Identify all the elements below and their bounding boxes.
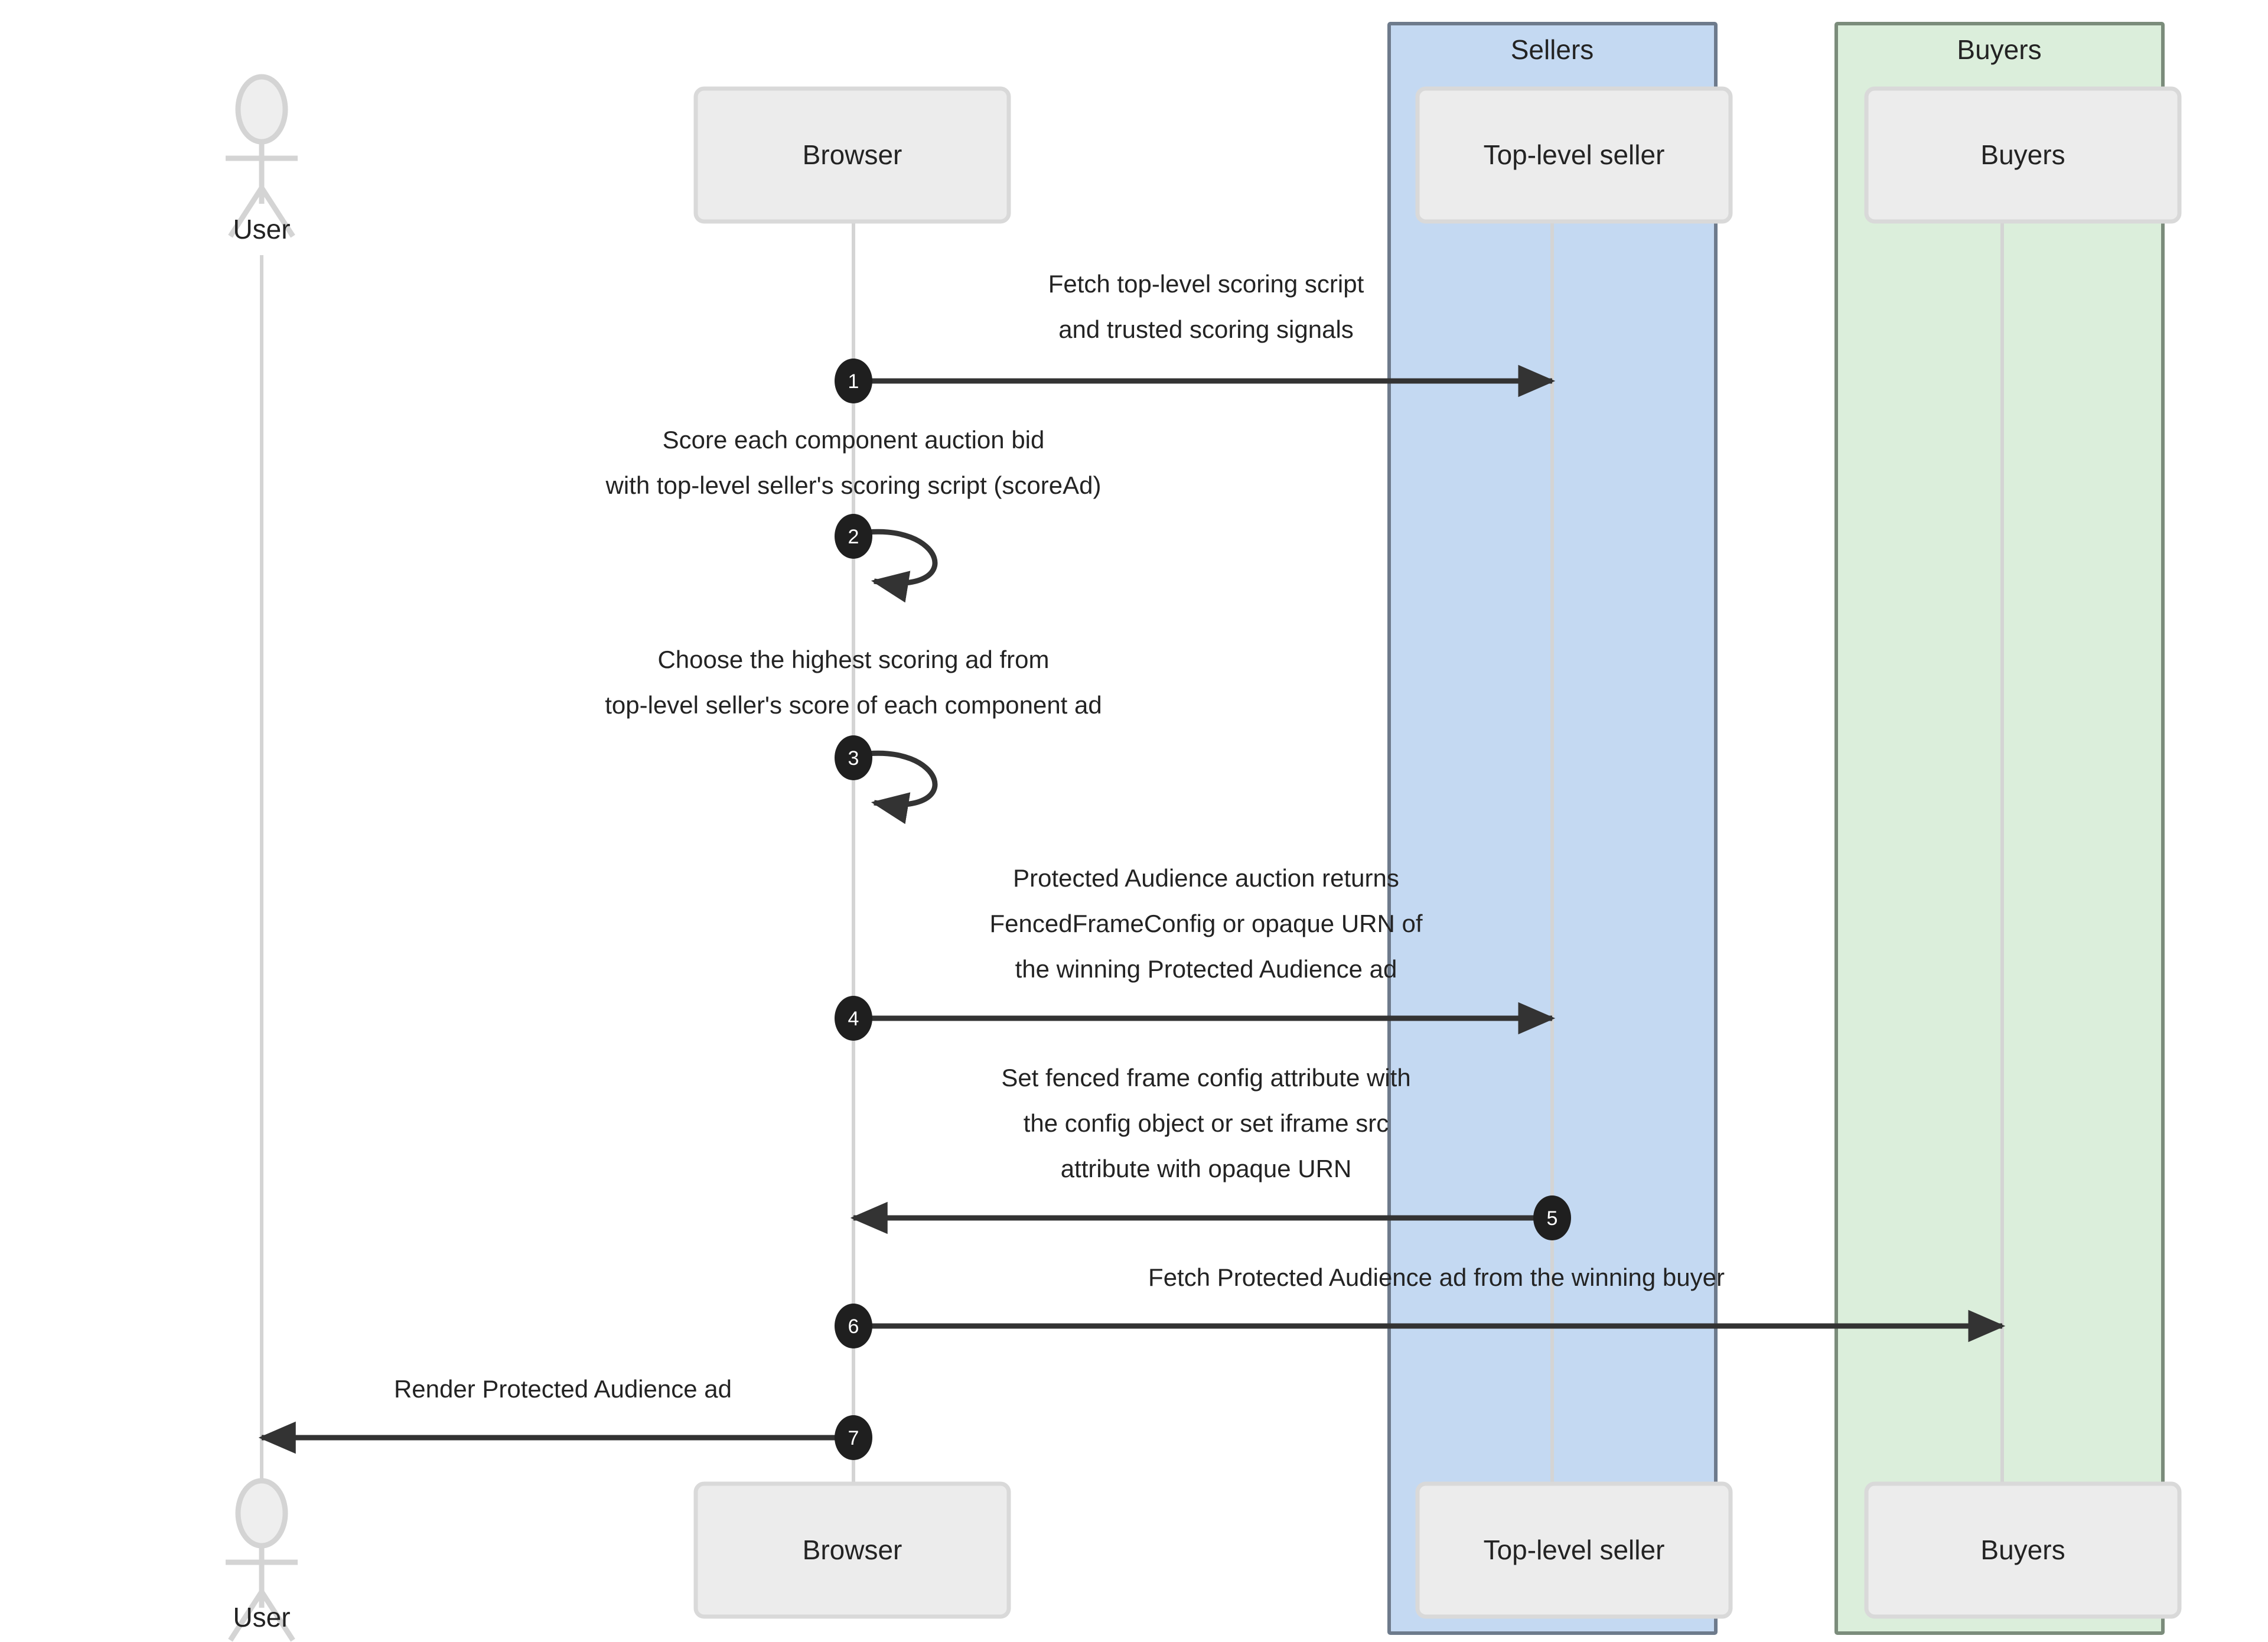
participant-rect	[1415, 86, 1733, 224]
actor-head-icon	[235, 1478, 288, 1549]
participant-buyers-bottom[interactable]: Buyers	[1864, 1481, 2182, 1619]
group-box-buyers: Buyers	[1834, 22, 2165, 1635]
message-2-self-loop-arrow	[858, 529, 938, 603]
message-7-seq: 7	[848, 1427, 859, 1449]
message-2-label-line-2: with top-level seller's scoring script (…	[605, 471, 1102, 499]
message-3-self-loop-arrow	[858, 750, 938, 825]
message-1-badge	[835, 359, 872, 403]
participant-label-browser-bottom: Browser	[803, 1535, 902, 1565]
participant-label-browser-top: Browser	[803, 139, 902, 170]
group-label-sellers: Sellers	[1511, 34, 1594, 65]
participant-rect	[1864, 86, 2182, 224]
lifelines	[260, 221, 2004, 1484]
message-1-label-line-1: Fetch top-level scoring script	[1048, 270, 1364, 298]
participant-top-level-seller-top[interactable]: Top-level seller	[1415, 86, 1733, 224]
participant-label-seller-top: Top-level seller	[1484, 139, 1665, 170]
message-2-badge	[835, 514, 872, 559]
actor-leg-right-icon	[259, 1590, 295, 1642]
message-1-label-line-2: and trusted scoring signals	[1058, 315, 1354, 343]
message-4-seq: 4	[848, 1008, 859, 1030]
actor-label-user-bottom: User	[233, 1602, 290, 1633]
message-5-label-line-3: attribute with opaque URN	[1061, 1155, 1352, 1182]
actor-label-user-top: User	[233, 214, 290, 245]
actor-leg-left-icon	[228, 186, 264, 238]
participant-browser-top[interactable]: Browser	[693, 86, 1011, 224]
message-6-badge	[835, 1304, 872, 1348]
message-2-seq: 2	[848, 526, 859, 548]
message-3[interactable]: Choose the highest scoring ad from top-l…	[605, 646, 1102, 825]
participant-rect	[1415, 1481, 1733, 1619]
participant-rect	[693, 1481, 1011, 1619]
participant-label-buyers-bottom: Buyers	[1980, 1535, 2065, 1565]
message-4-badge	[835, 996, 872, 1041]
participant-rect	[1864, 1481, 2182, 1619]
message-1-seq: 1	[848, 370, 859, 393]
message-7[interactable]: Render Protected Audience ad 7	[258, 1375, 872, 1460]
message-6[interactable]: Fetch Protected Audience ad from the win…	[835, 1263, 2006, 1348]
message-3-label-line-1: Choose the highest scoring ad from	[657, 646, 1049, 673]
message-7-badge	[835, 1415, 872, 1460]
message-5-label-line-1: Set fenced frame config attribute with	[1001, 1064, 1410, 1092]
message-2-label-line-1: Score each component auction bid	[663, 426, 1045, 454]
message-3-seq: 3	[848, 747, 859, 770]
actor-user-bottom[interactable]: User	[226, 1478, 298, 1642]
message-5-label-line-2: the config object or set iframe src	[1024, 1109, 1389, 1137]
participant-top-level-seller-bottom[interactable]: Top-level seller	[1415, 1481, 1733, 1619]
group-label-buyers: Buyers	[1957, 34, 2041, 65]
message-4[interactable]: Protected Audience auction returns Fence…	[835, 864, 1556, 1041]
actor-head-icon	[235, 74, 288, 145]
message-2[interactable]: Score each component auction bid with to…	[605, 426, 1102, 603]
message-5-badge	[1533, 1195, 1571, 1240]
message-4-label-line-2: FencedFrameConfig or opaque URN of	[989, 910, 1422, 937]
actor-leg-left-icon	[228, 1590, 264, 1642]
message-5-seq: 5	[1547, 1207, 1558, 1230]
participant-label-seller-bottom: Top-level seller	[1484, 1535, 1665, 1565]
message-5[interactable]: Set fenced frame config attribute with t…	[850, 1064, 1571, 1240]
message-6-seq: 6	[848, 1315, 859, 1338]
participant-label-buyers-top: Buyers	[1980, 139, 2065, 170]
message-1[interactable]: Fetch top-level scoring script and trust…	[835, 270, 1556, 403]
actor-user-top[interactable]: User	[226, 74, 298, 245]
message-3-label-line-2: top-level seller's score of each compone…	[605, 691, 1102, 719]
participant-rect	[693, 86, 1011, 224]
message-4-label-line-3: the winning Protected Audience ad	[1015, 955, 1397, 983]
participant-browser-bottom[interactable]: Browser	[693, 1481, 1011, 1619]
group-rect-buyers	[1834, 22, 2165, 1635]
participant-buyers-top[interactable]: Buyers	[1864, 86, 2182, 224]
actor-leg-right-icon	[259, 186, 295, 238]
message-4-label-line-1: Protected Audience auction returns	[1013, 864, 1399, 892]
message-7-label-line-1: Render Protected Audience ad	[394, 1375, 732, 1403]
message-6-label-line-1: Fetch Protected Audience ad from the win…	[1148, 1263, 1725, 1291]
message-3-badge	[835, 735, 872, 780]
